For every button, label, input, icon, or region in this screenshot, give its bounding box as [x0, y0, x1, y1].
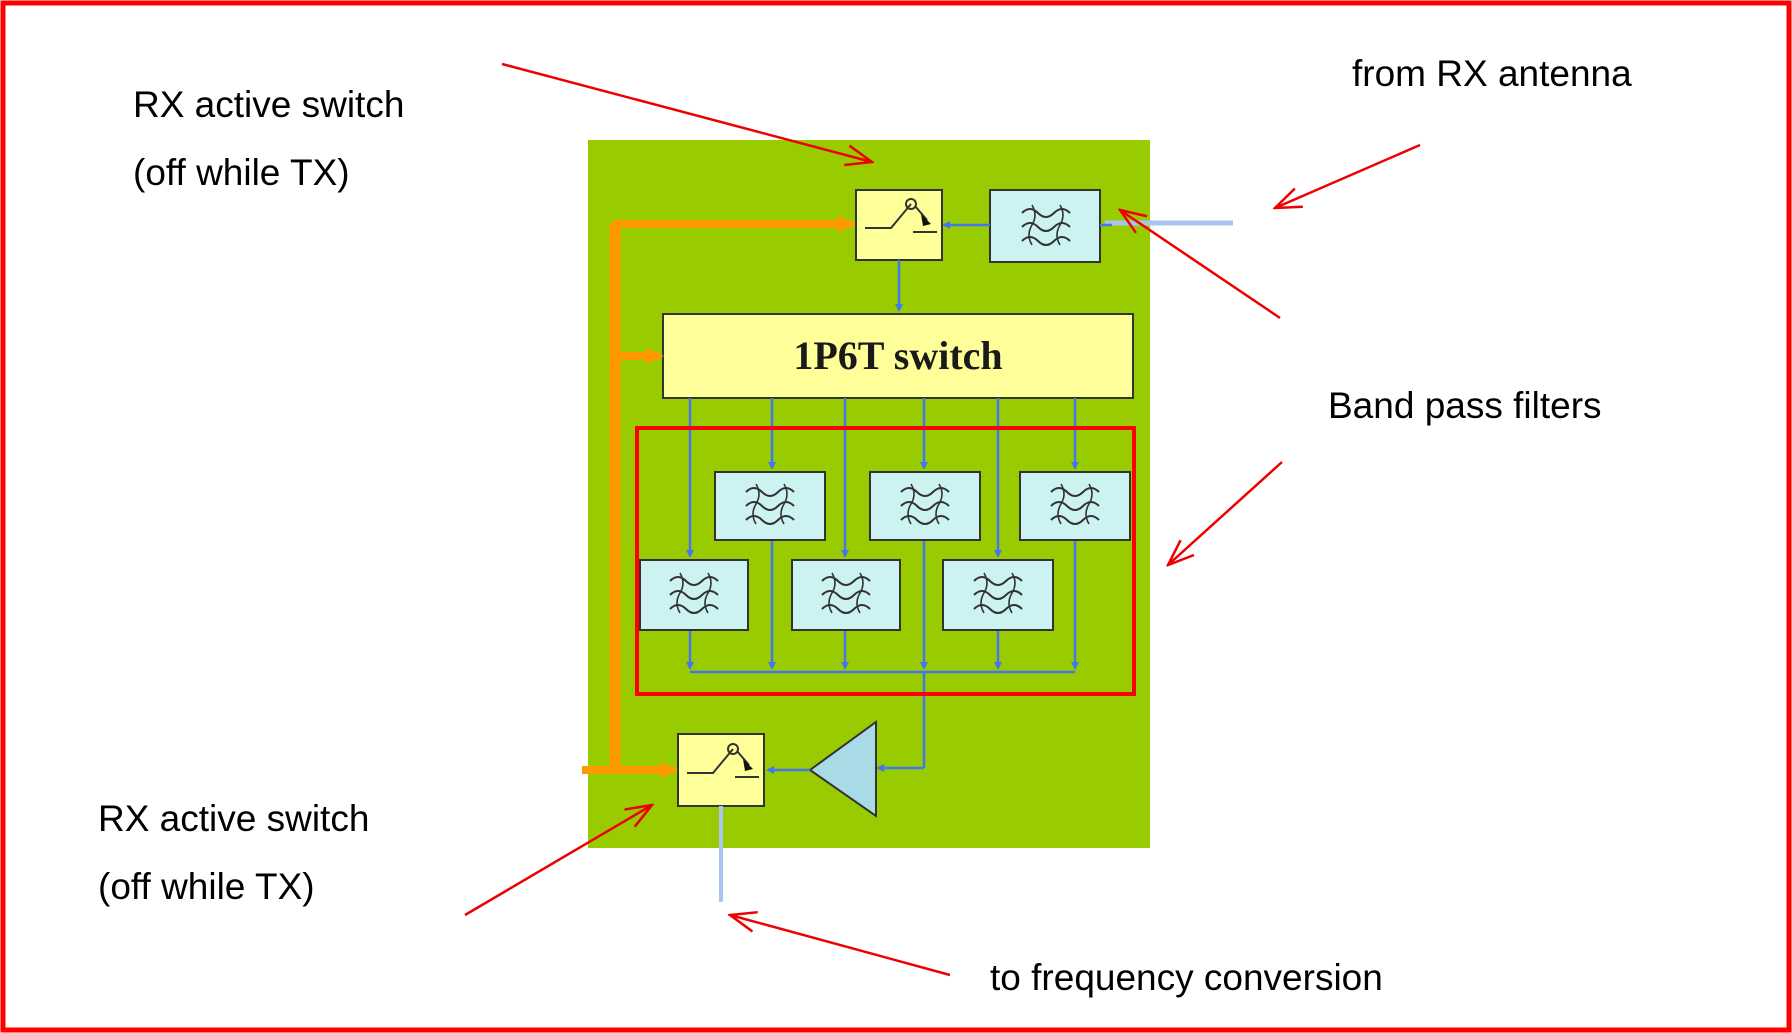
- arrow-bpf-input: [1120, 210, 1281, 320]
- input-filter: [989, 189, 1101, 263]
- filter-feed-lines: [686, 398, 1079, 772]
- filter-block: [942, 559, 1054, 631]
- label-band-pass-filters: Band pass filters: [1328, 385, 1602, 426]
- amplifier-triangle-icon: [808, 720, 877, 818]
- filter-bank-highlight: [635, 426, 1136, 696]
- label-from-rx-antenna: from RX antenna: [1352, 53, 1632, 94]
- arrow-rx-switch-bottom: [464, 805, 652, 917]
- filter-block: [639, 559, 749, 631]
- arrow-bpf-bank: [1168, 461, 1283, 565]
- filter-block: [714, 471, 826, 541]
- arrow-to-freq-conversion: [730, 915, 951, 977]
- filter-block: [869, 471, 981, 541]
- annotation-arrows: [464, 62, 1421, 977]
- control-lines: [582, 216, 856, 778]
- label-rx-switch-top-1: RX active switch: [133, 84, 404, 125]
- filter-bank: [639, 471, 1131, 631]
- arrow-from-antenna: [1275, 143, 1421, 208]
- filter-block: [1019, 471, 1131, 541]
- label-rx-switch-bottom-1: RX active switch: [98, 798, 369, 839]
- filter-block: [791, 559, 901, 631]
- switch-1p6t-block: [662, 313, 1134, 399]
- arrow-rx-switch-top: [501, 62, 872, 162]
- label-to-frequency-conversion: to frequency conversion: [990, 957, 1383, 998]
- rx-switch-bottom: [677, 733, 765, 807]
- label-rx-switch-bottom-2: (off while TX): [98, 866, 315, 907]
- label-rx-switch-top-2: (off while TX): [133, 152, 350, 193]
- rx-switch-top: [855, 189, 943, 261]
- switch-1p6t-label: 1P6T switch: [793, 333, 1002, 378]
